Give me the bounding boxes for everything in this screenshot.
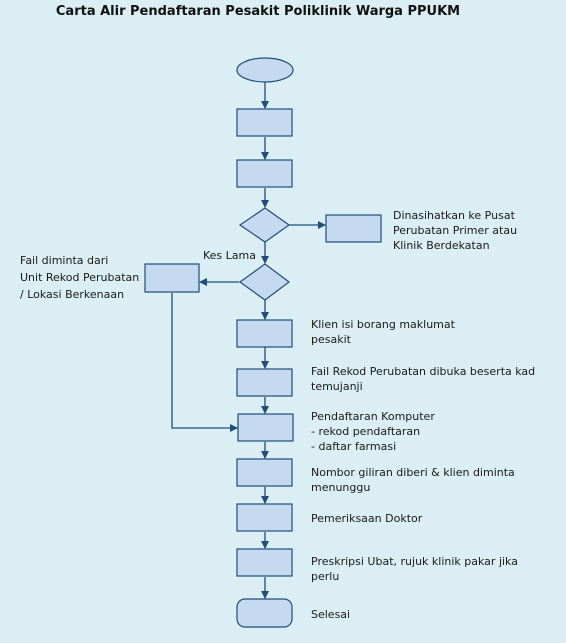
label-kes-lama: Kes Lama [203, 248, 256, 263]
step-box-3 [237, 413, 294, 442]
label-end-text: Selesai [311, 608, 351, 621]
label-step-3-line-2: - rekod pendaftaran [311, 425, 421, 438]
file-request-box [144, 263, 200, 293]
label-step-2: Fail Rekod Perubatan dibuka beserta kad … [311, 364, 535, 394]
label-step-3-line-3: - daftar farmasi [311, 440, 397, 453]
step-box-2 [236, 368, 293, 397]
label-step-6-line-1: Preskripsi Ubat, rujuk klinik pakar jika [311, 555, 518, 568]
end-node [236, 598, 293, 628]
label-step-3-line-1: Pendaftaran Komputer [311, 410, 435, 423]
label-step-1-line-1: Klien isi borang maklumat [311, 318, 455, 331]
label-end: Selesai [311, 607, 350, 622]
step-box-4 [236, 458, 293, 487]
label-step-4: Nombor giliran diberi & klien diminta me… [311, 465, 515, 495]
label-step-2-line-1: Fail Rekod Perubatan dibuka beserta kad [311, 365, 536, 378]
decision-node-kes-lama [238, 263, 290, 301]
label-referral-line-1: Dinasihatkan ke Pusat [393, 209, 515, 222]
label-referral-line-2: Perubatan Primer atau [393, 224, 518, 237]
step-box-6 [236, 548, 293, 577]
referral-box [325, 214, 382, 243]
process-box-1 [236, 108, 293, 137]
label-file-request-line-3: / Lokasi Berkenaan [20, 288, 125, 301]
label-file-request: Fail diminta dari Unit Rekod Perubatan /… [20, 252, 139, 303]
start-node [236, 57, 294, 83]
label-file-request-line-2: Unit Rekod Perubatan [20, 271, 140, 284]
step-box-1 [236, 319, 293, 348]
label-step-6-line-2: perlu [311, 570, 340, 583]
label-referral: Dinasihatkan ke Pusat Perubatan Primer a… [393, 208, 517, 253]
connector-file-request-to-step3 [171, 293, 238, 432]
decision-node-1 [238, 207, 291, 243]
label-step-1-line-2: pesakit [311, 333, 351, 346]
label-step-5: Pemeriksaan Doktor [311, 511, 422, 526]
label-step-4-line-1: Nombor giliran diberi & klien diminta [311, 466, 515, 479]
label-step-1: Klien isi borang maklumat pesakit [311, 317, 455, 347]
label-step-6: Preskripsi Ubat, rujuk klinik pakar jika… [311, 554, 518, 584]
label-kes-lama-text: Kes Lama [203, 249, 256, 262]
process-box-2 [236, 159, 293, 188]
chart-title: Carta Alir Pendaftaran Pesakit Poliklini… [55, 4, 461, 19]
step-box-5 [236, 503, 293, 532]
label-file-request-line-1: Fail diminta dari [20, 254, 109, 267]
label-step-4-line-2: menunggu [311, 481, 371, 494]
label-step-3: Pendaftaran Komputer - rekod pendaftaran… [311, 409, 435, 454]
label-referral-line-3: Klinik Berdekatan [393, 239, 490, 252]
label-step-2-line-2: temujanji [311, 380, 363, 393]
label-step-5-text: Pemeriksaan Doktor [311, 512, 423, 525]
